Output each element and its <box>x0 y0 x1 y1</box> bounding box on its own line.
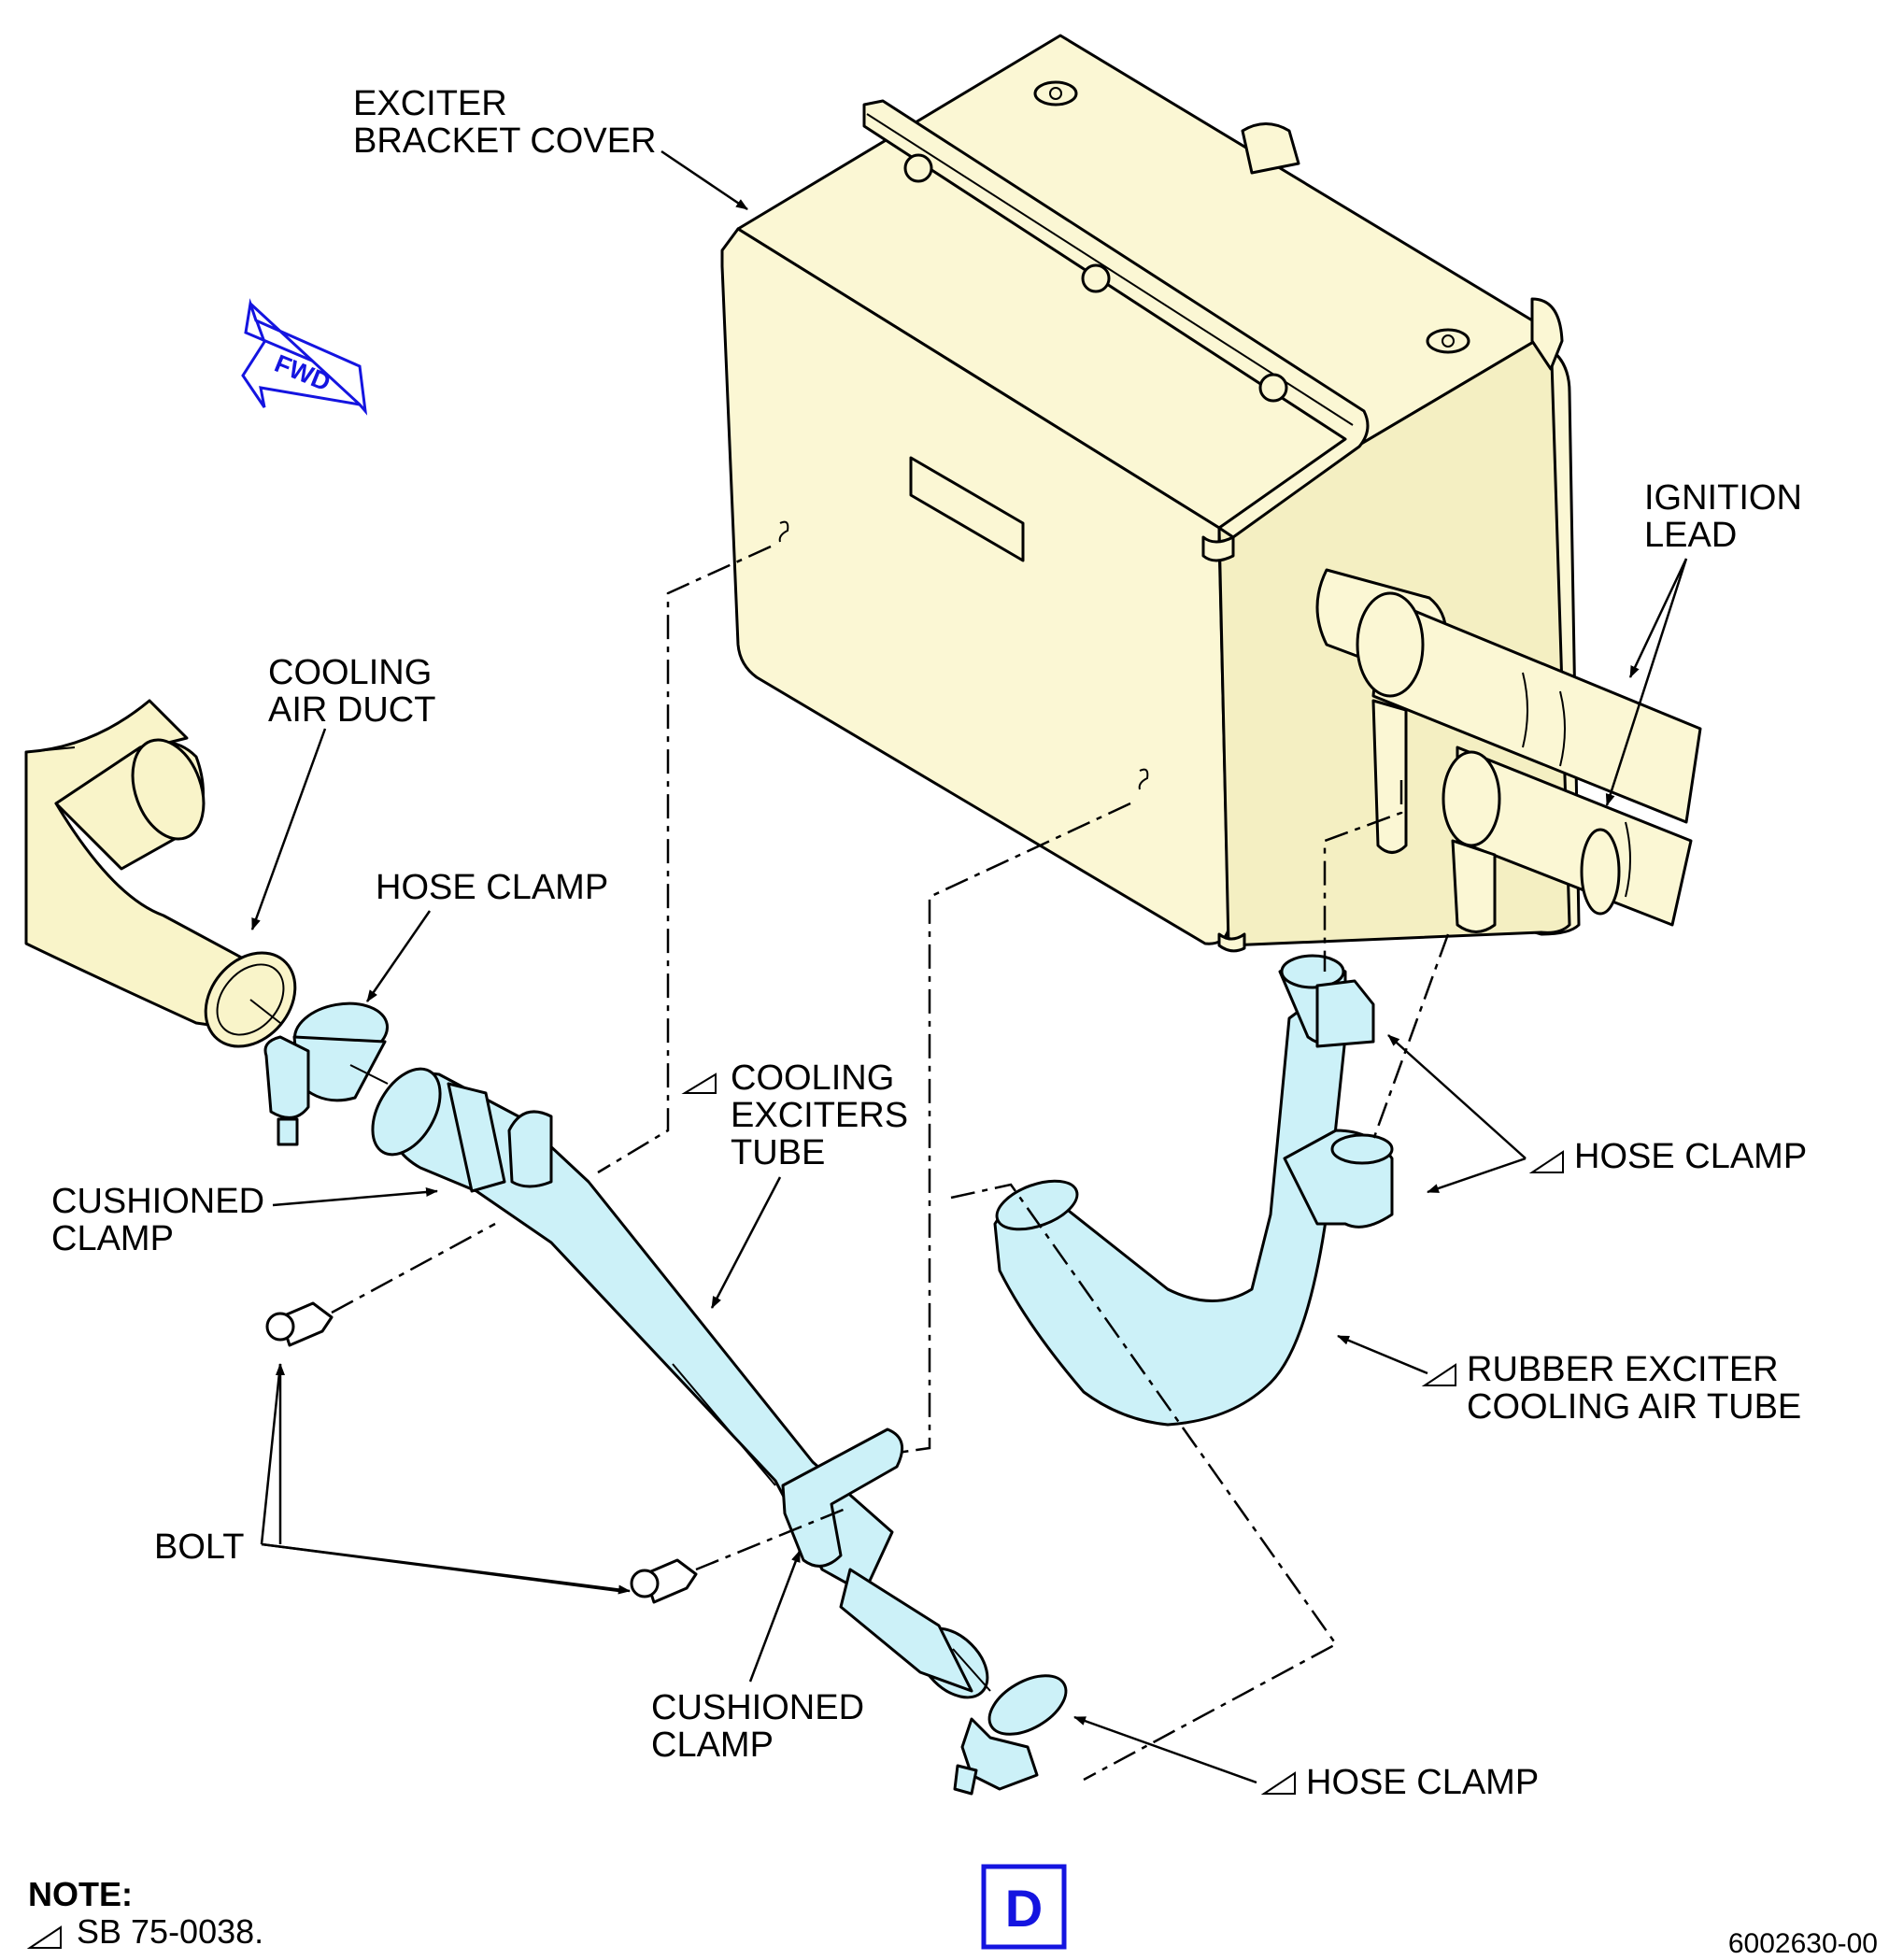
label-hose-clamp-top: HOSE CLAMP <box>376 868 608 907</box>
note-heading: NOTE: <box>28 1875 133 1913</box>
label-cushioned-clamp-bottom: CUSHIONED CLAMP <box>651 1688 864 1765</box>
svg-text:COOLING: COOLING <box>731 1058 894 1098</box>
leader-lines <box>250 149 1688 1784</box>
revision-marks <box>26 1072 1564 1949</box>
cover-fasteners <box>778 80 1470 790</box>
svg-text:CLAMP: CLAMP <box>51 1219 174 1258</box>
label-hose-clamp-bottom: HOSE CLAMP <box>1306 1763 1539 1802</box>
note-text: SB 75-0038. <box>77 1912 263 1951</box>
view-letter: D <box>1005 1879 1043 1938</box>
svg-text:RUBBER EXCITER: RUBBER EXCITER <box>1467 1350 1779 1389</box>
label-cooling-exciters-tube: COOLING EXCITERS TUBE <box>731 1058 908 1172</box>
svg-text:BRACKET COVER: BRACKET COVER <box>353 121 656 161</box>
svg-text:TUBE: TUBE <box>731 1133 825 1172</box>
svg-text:LEAD: LEAD <box>1644 516 1737 555</box>
svg-text:CUSHIONED: CUSHIONED <box>51 1182 264 1221</box>
note-block: NOTE: SB 75-0038. <box>28 1875 263 1951</box>
label-bolt: BOLT <box>154 1527 244 1567</box>
svg-text:CLAMP: CLAMP <box>651 1726 774 1765</box>
label-rubber-exciter-cooling-air-tube: RUBBER EXCITER COOLING AIR TUBE <box>1467 1350 1801 1427</box>
hose-clamp-upper-left <box>263 1001 390 1146</box>
svg-text:AIR DUCT: AIR DUCT <box>268 690 435 730</box>
svg-text:CUSHIONED: CUSHIONED <box>651 1688 864 1727</box>
bolt-upper <box>265 1301 334 1347</box>
svg-text:IGNITION: IGNITION <box>1644 478 1802 518</box>
assembly-center-lines <box>249 545 1450 1782</box>
label-ignition-lead: IGNITION LEAD <box>1644 478 1802 555</box>
exciter-bracket-cover <box>720 34 1581 953</box>
svg-text:EXCITER: EXCITER <box>353 84 507 123</box>
svg-text:COOLING AIR TUBE: COOLING AIR TUBE <box>1467 1387 1801 1427</box>
hose-clamp-bottom <box>953 1674 1068 1796</box>
fwd-arrow: FWD <box>241 298 368 416</box>
label-exciter-bracket-cover: EXCITER BRACKET COVER <box>353 84 656 161</box>
label-cushioned-clamp-left: CUSHIONED CLAMP <box>51 1182 264 1258</box>
bolt-lower <box>630 1558 698 1604</box>
cooling-exciters-tube <box>371 1067 989 1699</box>
label-cooling-air-duct: COOLING AIR DUCT <box>268 653 435 730</box>
document-number: 6002630-00 <box>1728 1928 1878 1959</box>
rubber-exciter-cooling-air-tube <box>993 954 1394 1427</box>
svg-text:EXCITERS: EXCITERS <box>731 1096 908 1135</box>
svg-text:COOLING: COOLING <box>268 653 432 692</box>
cooling-air-duct <box>24 699 297 1048</box>
label-hose-clamp-right: HOSE CLAMP <box>1574 1137 1807 1176</box>
view-letter-box: D <box>981 1864 1067 1950</box>
